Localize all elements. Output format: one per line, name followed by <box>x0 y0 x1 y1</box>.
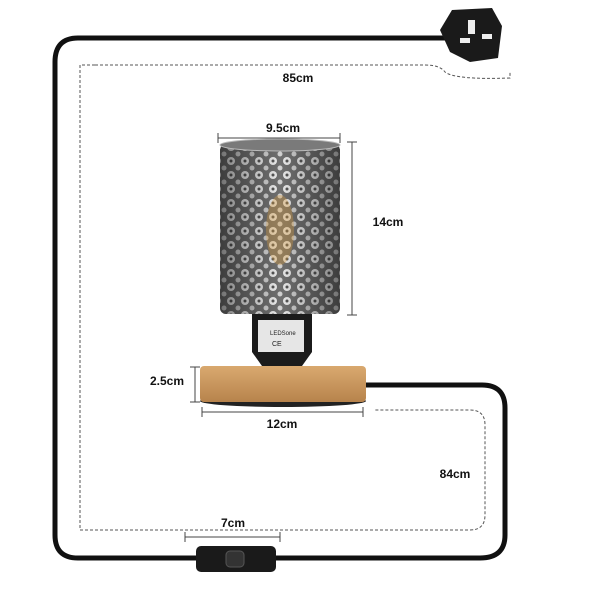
switch-distance-label: 7cm <box>220 516 246 530</box>
base-height-label: 2.5cm <box>149 374 185 388</box>
bulb-glow <box>266 195 294 265</box>
dimension-guides <box>79 64 511 531</box>
shade-height-label: 14cm <box>372 215 404 229</box>
socket-brand-logo: LEDSone <box>270 331 296 337</box>
base-width-label: 12cm <box>266 417 298 431</box>
power-cable <box>52 35 508 561</box>
socket-label <box>258 320 304 352</box>
cable-top-length-label: 85cm <box>282 71 314 85</box>
cable-bottom-length-label: 84cm <box>439 467 471 481</box>
ce-mark-icon: CE <box>272 341 282 348</box>
uk-plug-icon <box>440 8 502 62</box>
wooden-base <box>200 366 366 402</box>
shade-width-label: 9.5cm <box>265 121 301 135</box>
inline-switch-icon <box>196 546 276 572</box>
dimension-lines <box>184 133 364 542</box>
lamp: LEDSone CE <box>200 138 366 407</box>
